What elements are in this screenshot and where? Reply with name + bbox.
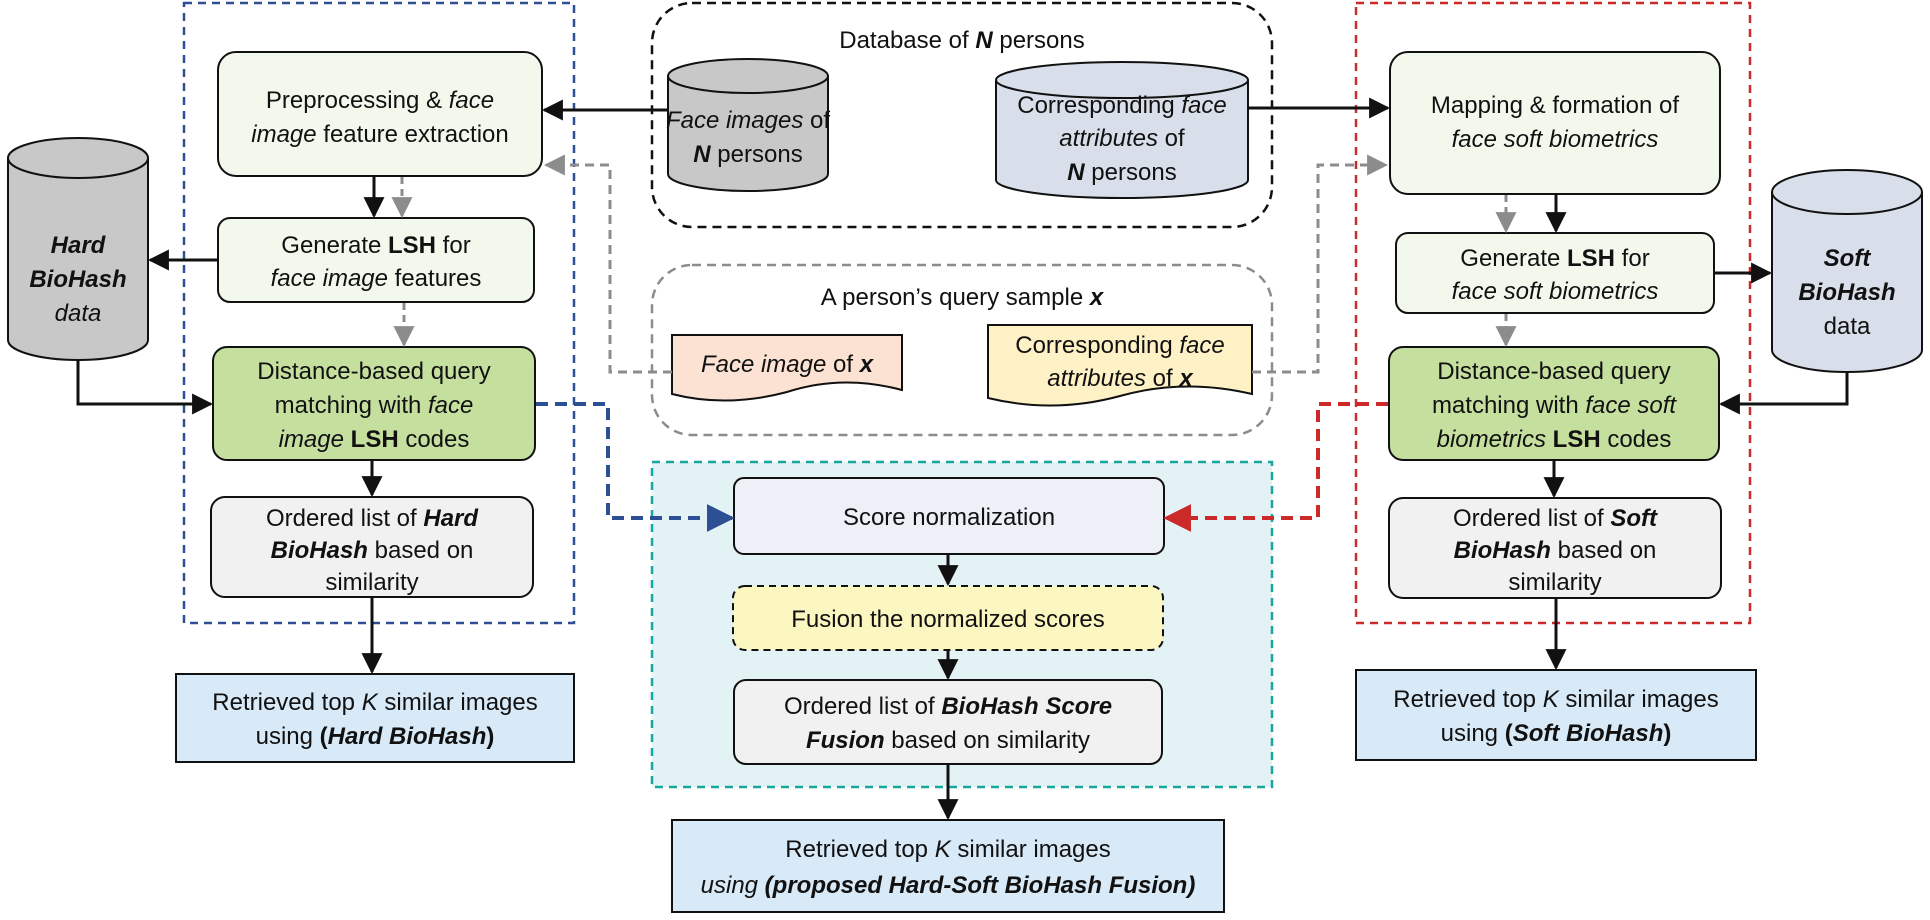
right-mapping-box: Mapping & formation of face soft biometr… (1389, 51, 1721, 195)
svg-text:Corresponding face: Corresponding face (1015, 332, 1224, 359)
query-face-attributes-doc: Corresponding face attributes of x (987, 324, 1253, 407)
svg-text:Retrieved top K similar images: Retrieved top K similar images (785, 836, 1110, 863)
left-preprocessing-box: Preprocessing & face image feature extra… (217, 51, 543, 177)
left-query-matching-box: Distance-based query matching with face … (212, 346, 536, 461)
left-ordered-list-box: Ordered list of Hard BioHash based on si… (210, 496, 534, 598)
svg-text:face soft biometrics: face soft biometrics (1452, 278, 1659, 305)
svg-text:Face images of: Face images of (666, 107, 830, 134)
query-title: A person’s query sample x (821, 284, 1105, 311)
arrow-query-face-to-preprocess (543, 154, 672, 374)
svg-text:Retrieved top K similar images: Retrieved top K similar images (1393, 686, 1718, 713)
svg-text:Corresponding face: Corresponding face (1017, 92, 1226, 119)
svg-text:Fusion based on similarity: Fusion based on similarity (806, 727, 1090, 754)
svg-text:attributes of: attributes of (1059, 125, 1185, 152)
query-group-frame (650, 263, 1274, 437)
right-generate-lsh-box: Generate LSH for face soft biometrics (1395, 232, 1715, 314)
svg-text:using (Soft BioHash): using (Soft BioHash) (1441, 720, 1672, 747)
arrow-hard-cylinder-to-matching (76, 360, 214, 415)
svg-text:BioHash based on: BioHash based on (1454, 537, 1657, 564)
soft-biohash-cylinder: Soft BioHash data (1771, 169, 1923, 373)
svg-text:Soft: Soft (1824, 245, 1872, 272)
svg-text:Retrieved top K similar images: Retrieved top K similar images (212, 689, 537, 716)
right-region-frame (1354, 1, 1752, 625)
left-result-box: Retrieved top K similar images using (Ha… (175, 673, 575, 763)
left-region-frame (182, 1, 576, 625)
svg-text:Mapping & formation of: Mapping & formation of (1431, 92, 1679, 119)
svg-text:matching with face soft: matching with face soft (1432, 392, 1677, 419)
svg-text:image LSH codes: image LSH codes (279, 426, 470, 453)
svg-text:similarity: similarity (325, 569, 418, 596)
svg-text:data: data (55, 300, 102, 327)
svg-text:Preprocessing & face: Preprocessing & face (266, 87, 494, 114)
left-generate-lsh-box: Generate LSH for face image features (217, 217, 535, 303)
svg-text:Distance-based query: Distance-based query (257, 358, 490, 385)
svg-text:attributes of x: attributes of x (1047, 365, 1194, 392)
database-group-frame (650, 1, 1274, 229)
database-title: Database of N persons (839, 27, 1085, 54)
svg-text:N persons: N persons (693, 141, 802, 168)
hard-biohash-cylinder: Hard BioHash data (7, 137, 149, 361)
face-attributes-cylinder: Corresponding face attributes of N perso… (995, 61, 1249, 199)
svg-text:N persons: N persons (1067, 159, 1176, 186)
right-result-box: Retrieved top K similar images using (So… (1355, 669, 1757, 761)
svg-text:using (proposed Hard-Soft BioH: using (proposed Hard-Soft BioHash Fusion… (701, 872, 1196, 899)
svg-text:Ordered list of Hard: Ordered list of Hard (266, 505, 479, 532)
svg-text:BioHash: BioHash (29, 266, 126, 293)
right-query-matching-box: Distance-based query matching with face … (1388, 346, 1720, 461)
svg-text:Generate LSH for: Generate LSH for (281, 232, 470, 259)
arrow-left-matching-to-score-norm (536, 402, 735, 532)
svg-text:data: data (1824, 313, 1871, 340)
arrow-query-attr-to-mapping (1252, 154, 1389, 374)
score-normalization-box: Score normalization (733, 477, 1165, 555)
center-ordered-list-box: Ordered list of BioHash Score Fusion bas… (733, 679, 1163, 765)
svg-text:Hard: Hard (51, 232, 107, 259)
svg-text:biometrics LSH codes: biometrics LSH codes (1437, 426, 1672, 453)
svg-text:image feature extraction: image feature extraction (251, 121, 508, 148)
query-face-image-doc: Face image of x (671, 334, 903, 402)
fusion-box: Fusion the normalized scores (732, 585, 1164, 651)
center-result-box: Retrieved top K similar images using (pr… (671, 819, 1225, 913)
svg-text:face image features: face image features (271, 265, 482, 292)
svg-text:Face image of x: Face image of x (701, 351, 875, 378)
svg-text:Score normalization: Score normalization (843, 504, 1055, 531)
svg-text:BioHash: BioHash (1798, 279, 1895, 306)
svg-text:Ordered list of Soft: Ordered list of Soft (1453, 505, 1658, 532)
arrow-soft-cylinder-to-matching (1718, 372, 1849, 415)
svg-text:matching with face: matching with face (275, 392, 474, 419)
face-images-cylinder: Face images of N persons (666, 58, 830, 192)
svg-text:face soft biometrics: face soft biometrics (1452, 126, 1659, 153)
right-ordered-list-box: Ordered list of Soft BioHash based on si… (1388, 497, 1722, 599)
svg-text:similarity: similarity (1508, 569, 1601, 596)
svg-text:using (Hard BioHash): using (Hard BioHash) (256, 723, 495, 750)
svg-text:Generate LSH for: Generate LSH for (1460, 245, 1649, 272)
svg-text:Ordered list of BioHash Score: Ordered list of BioHash Score (784, 693, 1112, 720)
svg-text:Distance-based query: Distance-based query (1437, 358, 1670, 385)
svg-text:Fusion the normalized scores: Fusion the normalized scores (791, 606, 1104, 633)
svg-text:BioHash based on: BioHash based on (271, 537, 474, 564)
